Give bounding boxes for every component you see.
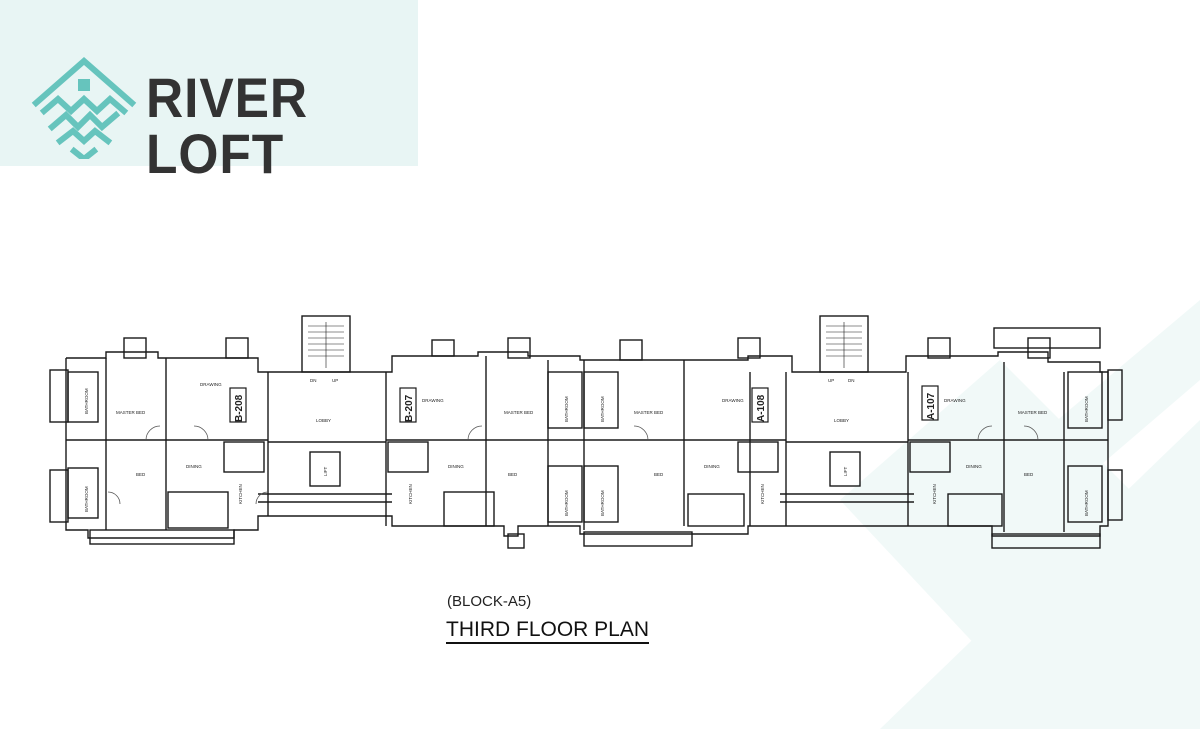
room-label: LOBBY bbox=[834, 418, 849, 423]
room-label: DRAWING bbox=[944, 398, 966, 403]
room-label: DINING bbox=[966, 464, 982, 469]
room-label: BATHROOM bbox=[1084, 396, 1089, 422]
brand-name: RIVER LOFT bbox=[146, 66, 309, 185]
floor-plan-title: THIRD FLOOR PLAN bbox=[446, 618, 650, 645]
room-label: KITCHEN bbox=[760, 484, 765, 504]
room-label: KITCHEN bbox=[408, 484, 413, 504]
river-loft-logo-icon bbox=[31, 57, 137, 159]
room-label: DN bbox=[310, 378, 317, 383]
room-label: DN bbox=[848, 378, 855, 383]
room-label: DINING bbox=[448, 464, 464, 469]
room-label: LOBBY bbox=[316, 418, 331, 423]
room-label: BATHROOM bbox=[564, 396, 569, 422]
room-label: UP bbox=[828, 378, 834, 383]
room-label: MASTER BED bbox=[634, 410, 664, 415]
room-label: MASTER BED bbox=[116, 410, 146, 415]
room-label: DINING bbox=[186, 464, 202, 469]
floor-plan-drawing: B-208 B-207 A-108 A-107 MASTER BED DRAWI… bbox=[49, 315, 1123, 549]
room-label: BED bbox=[1024, 472, 1034, 477]
block-label: (BLOCK-A5) bbox=[447, 593, 532, 610]
room-label: DINING bbox=[704, 464, 720, 469]
room-label: BATHROOM bbox=[1084, 490, 1089, 516]
room-label: DRAWING bbox=[422, 398, 444, 403]
room-label: DRAWING bbox=[722, 398, 744, 403]
room-label: BED bbox=[654, 472, 664, 477]
unit-id-b208: B-208 bbox=[234, 394, 245, 422]
room-label: BATHROOM bbox=[564, 490, 569, 516]
room-label: UP bbox=[332, 378, 338, 383]
logo-panel: RIVER LOFT bbox=[0, 0, 418, 182]
unit-id-b207: B-207 bbox=[404, 394, 415, 422]
room-label: BED bbox=[508, 472, 518, 477]
room-label: MASTER BED bbox=[1018, 410, 1048, 415]
room-label: BATHROOM bbox=[84, 388, 89, 414]
room-label: MASTER BED bbox=[504, 410, 534, 415]
unit-id-a107: A-107 bbox=[926, 392, 937, 420]
room-label: BED bbox=[136, 472, 146, 477]
room-label: BATHROOM bbox=[84, 486, 89, 512]
room-label: KITCHEN bbox=[932, 484, 937, 504]
room-label: LIFT bbox=[323, 466, 328, 476]
room-label: BATHROOM bbox=[600, 396, 605, 422]
room-label: BATHROOM bbox=[600, 490, 605, 516]
unit-id-a108: A-108 bbox=[756, 394, 767, 422]
room-label: LIFT bbox=[843, 466, 848, 476]
room-label: KITCHEN bbox=[238, 484, 243, 504]
room-label: DRAWING bbox=[200, 382, 222, 387]
